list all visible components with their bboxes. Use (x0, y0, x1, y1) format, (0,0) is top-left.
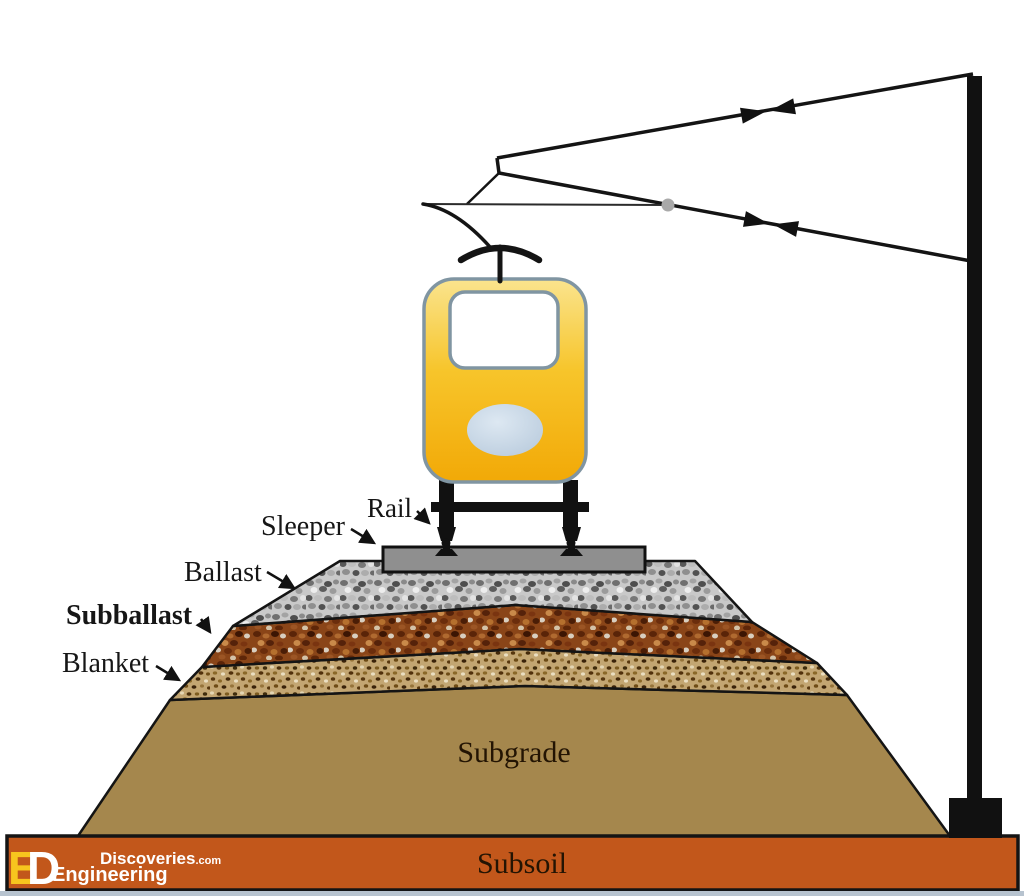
sleeper-arrow (350, 527, 377, 545)
subsoil-layer (5, 834, 1020, 892)
bowtie-arrow-lower (742, 211, 800, 237)
subgrade-label: Subgrade (457, 736, 570, 769)
brand-logo: E D Discoveries.com Engineering (8, 842, 221, 894)
catenary-top-wire (496, 72, 974, 160)
pantograph (421, 202, 543, 284)
sleeper-block (381, 545, 647, 574)
bowtie-arrow-top (740, 98, 796, 124)
catenary-system (422, 72, 974, 263)
axle-bar (431, 502, 589, 512)
dropper-wire (466, 172, 500, 205)
ballast-arrow (266, 570, 297, 590)
left-rail-web (443, 545, 450, 552)
sleeper-label: Sleeper (261, 511, 346, 542)
catenary-junction (495, 157, 501, 174)
bottom-edge-strip (0, 891, 1024, 896)
blanket-label: Blanket (62, 648, 149, 679)
logo-monogram-e: E (8, 842, 39, 894)
logo-discoveries-text: Discoveries (100, 849, 195, 868)
wire-clamp-dot (661, 198, 675, 212)
logo-com-suffix: .com (195, 855, 221, 867)
left-wheel (437, 527, 456, 541)
mast-base (949, 798, 1002, 838)
right-wheel-post (563, 480, 578, 528)
logo-line2: Engineering (52, 864, 168, 886)
catenary-mast (967, 76, 982, 800)
rail-label: Rail (367, 493, 412, 523)
pantograph-arm (421, 202, 492, 249)
train-headlight (467, 404, 543, 456)
subballast-label: Subballast (66, 600, 193, 631)
rail-arrow (413, 507, 431, 525)
left-wheel-post (439, 480, 454, 528)
subballast-arrow (195, 616, 212, 635)
ballast-label: Ballast (184, 557, 262, 588)
annotations: Rail Sleeper Ballast Subballast Blanket … (62, 493, 571, 880)
logo-line1: Discoveries.com (100, 849, 221, 868)
right-rail-foot (560, 549, 583, 556)
blanket-arrow (155, 664, 182, 682)
train-undercarriage (431, 480, 589, 556)
right-wheel (562, 527, 581, 541)
train (422, 277, 588, 484)
left-rail-foot (435, 549, 458, 556)
catenary-lower-wire (498, 171, 972, 263)
right-rail-web (568, 545, 575, 552)
subsoil-label: Subsoil (477, 847, 567, 880)
contact-wire (422, 203, 669, 206)
logo-monogram-d: D (27, 842, 60, 894)
train-window (448, 290, 560, 370)
